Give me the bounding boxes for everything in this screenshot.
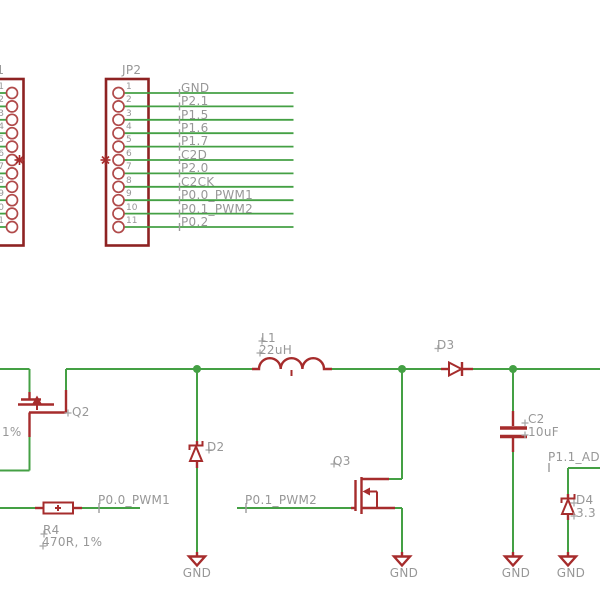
jp2-net-wires	[100, 86, 294, 234]
gnd-label-q3: GND	[389, 566, 419, 580]
jp1-pin-number: 4	[0, 122, 4, 132]
mosfet-q2-symbol	[0, 369, 72, 472]
mosfet-q3-symbol	[237, 369, 403, 552]
capacitor-c2-symbol	[500, 369, 529, 552]
jp2-pin-number: 7	[126, 162, 132, 172]
jp1-pins	[0, 86, 25, 234]
gnd-label-d2: GND	[182, 566, 212, 580]
jp1-pin-number: 3	[0, 109, 4, 119]
jp2-pin-number: 4	[126, 122, 132, 132]
label-q3-ref: Q3	[333, 454, 351, 468]
jp2-pin-number: 1	[126, 82, 132, 92]
diode-d4-symbol	[548, 463, 600, 552]
jp2-pin-number: 11	[126, 216, 138, 226]
net-label-p17: P1.7	[181, 134, 209, 148]
jp2-pin-number: 3	[126, 109, 132, 119]
jp1-pin6-star-icon	[14, 155, 25, 165]
jp2-pin-number: 2	[126, 95, 132, 105]
net-label-c2d: C2D	[181, 148, 208, 162]
jp1-pin-number: 1	[0, 82, 4, 92]
net-label-gnd: GND	[181, 81, 210, 95]
label-c2-value: 10uF	[528, 425, 559, 439]
label-l1-value: 22uH	[259, 343, 293, 357]
label-d4-value: 3.3	[576, 506, 596, 520]
label-r4-ref: R4	[43, 523, 60, 537]
diode-d3-symbol	[434, 345, 473, 378]
jp2-pin6-star-icon	[100, 155, 111, 165]
jp1-pin-number: 6	[0, 149, 4, 159]
net-label-p11-adc: P1.1_AD	[548, 450, 600, 464]
jp1-pin-number: 7	[0, 162, 4, 172]
inductor-l1-symbol	[252, 337, 332, 376]
label-c2-ref: C2	[528, 412, 545, 426]
jp2-pin-number: 8	[126, 176, 132, 186]
net-label-pwm2: P0.1_PWM2	[181, 202, 254, 216]
jp1-pin-number: 10	[0, 203, 4, 213]
jp2-pin-number: 6	[126, 149, 132, 159]
label-d4-ref: D4	[576, 493, 594, 507]
net-label-c2ck: C2CK	[181, 175, 215, 189]
net-label-pwm1: P0.0_PWM1	[181, 188, 254, 202]
gnd-symbol-q3	[391, 552, 413, 568]
net-label-p20: P2.0	[181, 161, 209, 175]
diode-d2-symbol	[188, 369, 213, 552]
resistor-r4-symbol	[0, 501, 140, 550]
label-r4-value: 470R, 1%	[42, 535, 103, 549]
label-q2-ref: Q2	[72, 405, 90, 419]
label-d3-ref: D3	[437, 338, 455, 352]
label-d2-ref: D2	[207, 440, 225, 454]
net-label-p16: P1.6	[181, 121, 209, 135]
gnd-symbol-d4	[557, 552, 579, 568]
gnd-symbol-c2	[502, 552, 524, 568]
main-rail-wires	[0, 365, 600, 373]
label-l1-ref: L1	[261, 331, 276, 345]
gnd-label-c2: GND	[501, 566, 531, 580]
net-label-p15: P1.5	[181, 108, 209, 122]
gnd-label-d4: GND	[556, 566, 586, 580]
jp2-title: JP2	[122, 63, 142, 77]
jp1-pin-number: 9	[0, 189, 4, 199]
gnd-symbol-d2	[186, 552, 208, 568]
jp2-pin-number: 10	[126, 203, 138, 213]
connector-jp1-symbol	[0, 77, 25, 247]
net-label-p00-pwm1: P0.0_PWM1	[98, 493, 171, 507]
jp1-pin-number: 11	[0, 216, 4, 226]
jp2-pin-number: 5	[126, 135, 132, 145]
jp2-pin-number: 9	[126, 189, 132, 199]
label-tolerance-fragment: 1%	[2, 425, 22, 439]
jp1-pin-number: 2	[0, 95, 4, 105]
net-label-p01-pwm2: P0.1_PWM2	[245, 493, 318, 507]
net-label-p02: P0.2	[181, 215, 209, 229]
jp1-title: JP1	[0, 63, 5, 77]
net-label-p21: P2.1	[181, 94, 209, 108]
jp1-pin-number: 8	[0, 176, 4, 186]
jp1-pin-number: 5	[0, 135, 4, 145]
